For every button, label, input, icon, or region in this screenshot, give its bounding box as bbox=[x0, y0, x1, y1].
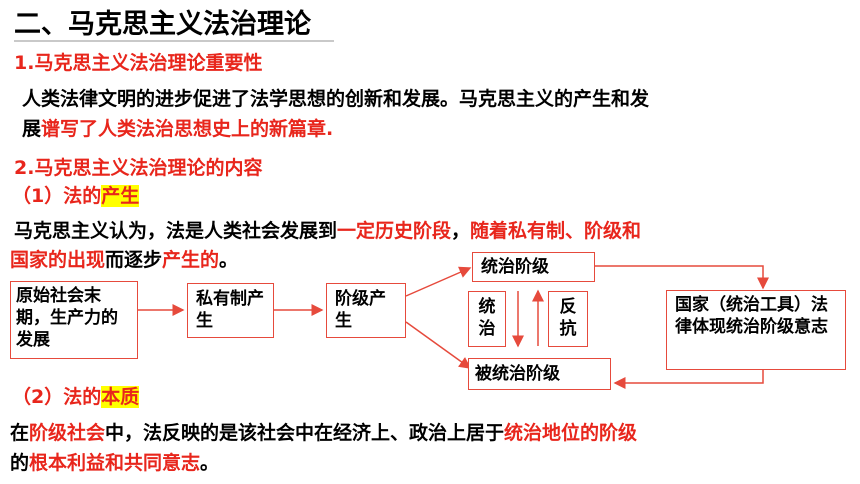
essence-text-f: 根本利益和共同意志 bbox=[29, 452, 201, 474]
subheading-origin-prefix: （1）法的 bbox=[12, 185, 102, 207]
section1-line1: 人类法律文明的进步促进了法学思想的创新和发展。马克思主义的产生和发 bbox=[22, 88, 650, 110]
title-underline bbox=[14, 40, 334, 42]
essence-text-b: 阶级社会 bbox=[29, 422, 106, 444]
section2-heading: 2.马克思主义法治理论的内容 bbox=[14, 157, 263, 179]
origin-para-line1: 马克思主义认为，法是人类社会发展到一定历史阶段，随着私有制、阶级和 bbox=[14, 216, 641, 243]
origin-text-f: 而逐步 bbox=[105, 249, 163, 271]
origin-text-b: 一定历史阶段 bbox=[337, 220, 452, 242]
origin-text-e: 国家的出现 bbox=[10, 249, 106, 271]
arrow-state-to-ruled bbox=[613, 370, 764, 389]
page-title: 二、马克思主义法治理论 bbox=[14, 9, 311, 40]
origin-para-line2: 国家的出现而逐步产生的。 bbox=[10, 245, 238, 272]
essence-para-line1: 在阶级社会中，法反映的是该社会中在经济上、政治上居于统治地位的阶级 bbox=[10, 418, 637, 445]
origin-text-c: ， bbox=[451, 220, 471, 242]
box-primitive-society: 原始社会末期，生产力的发展 bbox=[10, 281, 138, 359]
subheading-essence: （2）法的本质 bbox=[12, 382, 140, 409]
essence-text-g: 。 bbox=[200, 452, 220, 474]
box-private-ownership: 私有制产生 bbox=[187, 283, 274, 338]
box-ruled-class: 被统治阶级 bbox=[468, 358, 611, 390]
section1-line2-plain: 展 bbox=[22, 118, 42, 140]
arrow-box3-to-ruled bbox=[405, 321, 472, 369]
subheading-essence-highlight: 本质 bbox=[101, 386, 140, 408]
essence-text-e: 的 bbox=[10, 452, 30, 474]
section1-line2: 展谱写了人类法治思想史上的新篇章. bbox=[22, 114, 333, 141]
origin-text-a: 马克思主义认为，法是人类社会发展到 bbox=[14, 220, 338, 242]
origin-text-g: 产生的 bbox=[162, 249, 220, 271]
subheading-origin: （1）法的产生 bbox=[12, 181, 140, 208]
subheading-essence-prefix: （2）法的 bbox=[12, 386, 102, 408]
section1-heading: 1.马克思主义法治理论重要性 bbox=[14, 52, 263, 74]
box-class-emergence: 阶级产生 bbox=[326, 283, 406, 338]
essence-text-d: 统治地位的阶级 bbox=[504, 422, 638, 444]
arrow-box3-to-ruling bbox=[405, 266, 472, 297]
section1-line2-red: 谱写了人类法治思想史上的新篇章. bbox=[41, 118, 334, 140]
arrow-ruling-to-state bbox=[595, 265, 769, 290]
subheading-origin-highlight: 产生 bbox=[101, 185, 140, 207]
box-ruling-class: 统治阶级 bbox=[472, 252, 595, 282]
essence-text-a: 在 bbox=[10, 422, 30, 444]
box-state-law: 国家（统治工具）法律体现统治阶级意志 bbox=[666, 290, 846, 370]
origin-text-d: 随着私有制、阶级和 bbox=[470, 220, 642, 242]
origin-text-h: 。 bbox=[219, 249, 239, 271]
essence-para-line2: 的根本利益和共同意志。 bbox=[10, 448, 219, 475]
essence-text-c: 中，法反映的是该社会中在经济上、政治上居于 bbox=[105, 422, 505, 444]
box-resist-vertical: 反抗 bbox=[548, 291, 588, 347]
box-rule-vertical: 统治 bbox=[468, 291, 506, 347]
